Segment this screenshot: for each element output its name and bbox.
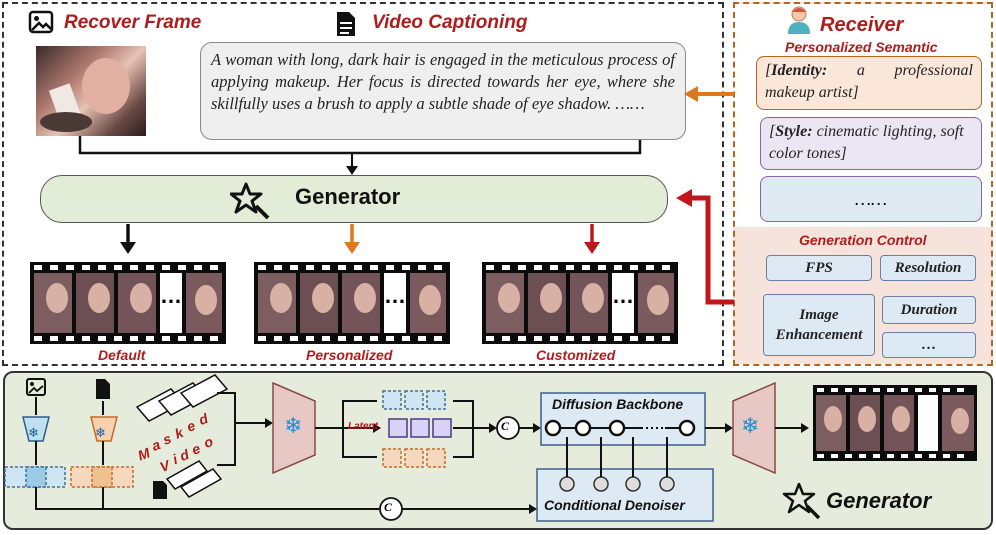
frozen-icon: ❄ bbox=[741, 413, 760, 438]
duration-box: Duration bbox=[882, 296, 976, 324]
filmstrip-ellipsis: … bbox=[612, 283, 634, 308]
image-enhancement-line-2: Enhancement bbox=[775, 327, 863, 343]
style-bracket: [ bbox=[769, 123, 776, 140]
video-captioning-title: Video Captioning bbox=[372, 12, 528, 33]
concat-symbol: C bbox=[501, 419, 510, 433]
receiver-title: Receiver bbox=[820, 14, 904, 36]
resolution-box: Resolution bbox=[880, 255, 976, 281]
frozen-icon: ❄ bbox=[95, 425, 106, 440]
image-icon bbox=[28, 10, 54, 36]
output-arrows bbox=[0, 222, 724, 262]
more-control-box: … bbox=[882, 332, 976, 358]
generator-bar bbox=[40, 175, 668, 223]
identity-bracket: [ bbox=[765, 62, 772, 79]
caption-text-box: A woman with long, dark hair is engaged … bbox=[200, 42, 686, 140]
receiver-arrows bbox=[660, 80, 740, 320]
recovered-frame-image bbox=[36, 46, 146, 136]
connector-lines bbox=[0, 0, 724, 180]
filmstrip-default bbox=[30, 262, 226, 344]
more-semantic-text: …… bbox=[854, 188, 887, 209]
frozen-icon: ❄ bbox=[28, 425, 39, 440]
image-enhancement-box: Image Enhancement bbox=[763, 294, 875, 356]
fps-box: FPS bbox=[766, 255, 872, 281]
style-box: [Style: cinematic lighting, soft color t… bbox=[760, 117, 982, 170]
recover-frame-title: Recover Frame bbox=[64, 12, 202, 33]
magic-wand-icon bbox=[229, 180, 274, 220]
identity-value: a professional makeup artist] bbox=[765, 62, 973, 101]
style-key: Style: bbox=[775, 123, 813, 140]
filmstrip-ellipsis: … bbox=[160, 283, 182, 308]
user-avatar-icon bbox=[786, 4, 812, 36]
frozen-icon: ❄ bbox=[284, 413, 303, 438]
concat-symbol: C bbox=[384, 500, 393, 514]
personalized-semantic-title: Personalized Semantic bbox=[785, 39, 938, 55]
latent-label: Latent bbox=[348, 421, 378, 432]
identity-key: Identity: bbox=[771, 62, 828, 79]
generation-control-title: Generation Control bbox=[799, 232, 927, 248]
bottom-generator-label: Generator bbox=[826, 488, 932, 513]
output-label-customized: Customized bbox=[536, 347, 616, 363]
style-value: cinematic lighting, soft color tones] bbox=[769, 123, 964, 162]
image-enhancement-line-1: Image bbox=[799, 307, 839, 323]
bottom-diagram bbox=[3, 371, 993, 530]
output-label-personalized: Personalized bbox=[306, 347, 393, 363]
filmstrip-customized bbox=[482, 262, 678, 344]
filmstrip-ellipsis: … bbox=[384, 283, 406, 308]
diffusion-backbone-label: Diffusion Backbone bbox=[552, 396, 684, 412]
top-panel bbox=[2, 2, 724, 366]
output-label-default: Default bbox=[98, 347, 146, 363]
filmstrip-personalized bbox=[254, 262, 450, 344]
generator-label: Generator bbox=[295, 184, 401, 209]
conditional-denoiser-label: Conditional Denoiser bbox=[544, 497, 685, 513]
document-icon bbox=[335, 10, 357, 38]
more-semantic-box: …… bbox=[760, 176, 982, 222]
identity-box: [Identity: a professional makeup artist] bbox=[756, 56, 982, 110]
